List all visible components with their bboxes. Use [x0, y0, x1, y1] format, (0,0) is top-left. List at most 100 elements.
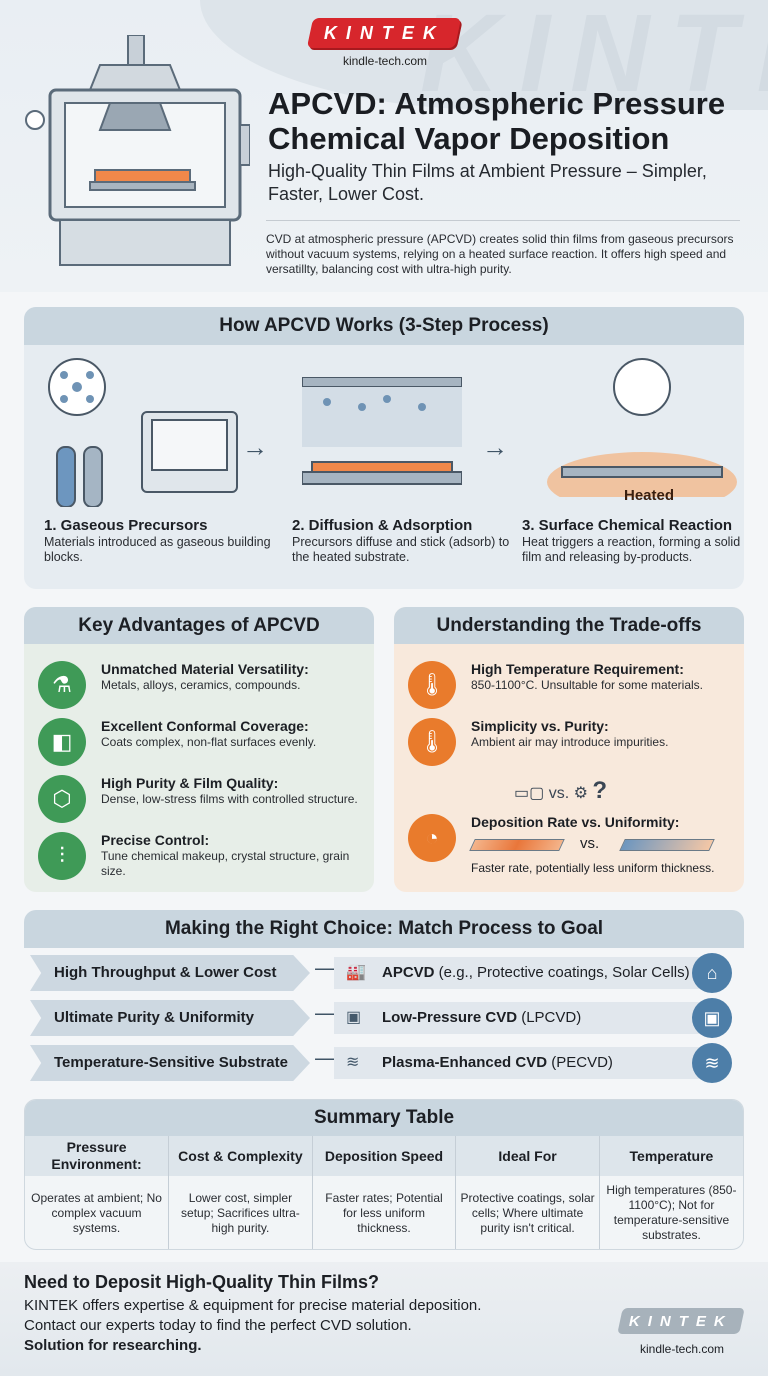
cta-line: Solution for researching.	[24, 1337, 202, 1354]
table-cell: High temperatures (850-1100°C); Not for …	[606, 1183, 737, 1242]
arrow-right-icon: →	[242, 432, 268, 462]
item-title: Excellent Conformal Coverage:	[101, 718, 309, 734]
website-link[interactable]: kindle-tech.com	[640, 1342, 725, 1356]
item-title: High Temperature Requirement:	[471, 661, 684, 677]
vs-label: vs.	[580, 835, 600, 852]
item-title: Simplicity vs. Purity:	[471, 718, 609, 734]
materials-icon: ⚗	[38, 661, 86, 709]
gaseous-precursors-illustration	[48, 358, 238, 507]
step-title: 1. Gaseous Precursors	[44, 517, 208, 534]
table-row: Operates at ambient; No complex vacuum s…	[25, 1176, 743, 1249]
column-header: Cost & Complexity	[168, 1136, 313, 1176]
item-title: Deposition Rate vs. Uniformity:	[471, 814, 680, 830]
plasma-icon: ≋	[346, 1054, 360, 1071]
sliders-icon: ⫶	[38, 832, 86, 880]
table-cell: Lower cost, simpler setup; Sacrifices ul…	[168, 1176, 313, 1249]
advantages-card: Key Advantages of APCVD ⚗ Unmatched Mater…	[24, 607, 374, 892]
step-title: 3. Surface Chemical Reaction	[522, 517, 733, 534]
factory-icon: ⌂	[692, 953, 732, 993]
thermometer-warning-icon: 🌡	[408, 661, 456, 709]
advantage-item: ⬡ High Purity & Film Quality:Dense, low-s…	[38, 773, 368, 823]
arrow-right-icon: →	[482, 432, 508, 462]
kintek-logo[interactable]: KINTEK	[306, 18, 462, 48]
cta-title: Need to Deposit High-Quality Thin Films?	[24, 1272, 380, 1292]
item-text: Metals, alloys, ceramics, compounds.	[101, 678, 301, 692]
cta-line: Contact our experts today to find the pe…	[24, 1317, 412, 1334]
item-title: Unmatched Material Versatility:	[101, 661, 309, 677]
chip-icon: ▣	[692, 998, 732, 1038]
tradeoff-item: 🌡 Simplicity vs. Purity:Ambient air may i…	[408, 716, 738, 766]
cube-coating-icon: ◧	[38, 718, 86, 766]
rate-vs-uniformity-illustration: vs.	[469, 835, 722, 853]
logo-text: KINTEK	[323, 22, 445, 43]
choice-row: Temperature-Sensitive Substrate ⟶ ≋Plasm…	[24, 1043, 744, 1083]
column-header: Pressure Environment:	[25, 1136, 170, 1176]
item-text: Faster rate, potentially less uniform th…	[471, 861, 715, 875]
item-text: Coats complex, non-flat surfaces evenly.	[101, 735, 317, 749]
item-text: Tune chemical makeup, crystal structure,…	[101, 849, 350, 878]
tradeoff-item: ◔ Deposition Rate vs. Uniformity:	[408, 812, 738, 862]
call-to-action: Need to Deposit High-Quality Thin Films?…	[0, 1262, 768, 1376]
item-text: 850-1100°C. Unsultable for some material…	[471, 678, 704, 692]
item-text: Dense, low-stress films with controlled …	[101, 792, 358, 806]
factory-icon: 🏭	[346, 964, 366, 981]
intro-text: CVD at atmospheric pressure (APCVD) crea…	[266, 232, 734, 276]
process-result: ≋Plasma-Enhanced CVD (PECVD)	[334, 1047, 704, 1079]
table-cell: Faster rates; Potential for less uniform…	[312, 1176, 457, 1249]
tradeoffs-card: Understanding the Trade-offs 🌡 High Tempe…	[394, 607, 744, 892]
step-text: Materials introduced as gaseous building…	[44, 535, 271, 564]
column-header: Temperature	[599, 1136, 743, 1176]
item-text: Ambient air may introduce impurities.	[471, 735, 669, 749]
column-header: Ideal For	[455, 1136, 600, 1176]
item-title: High Purity & Film Quality:	[101, 775, 279, 791]
website-link[interactable]: kindle-tech.com	[342, 54, 428, 68]
section-title: Key Advantages of APCVD	[24, 607, 374, 644]
goal-label: Temperature-Sensitive Substrate	[30, 1045, 310, 1081]
hero: KINTEK KINTEK kindle-tech.com APCVD: Atm…	[0, 0, 768, 292]
step-text: Precursors diffuse and stick (adsorb) to…	[292, 535, 510, 564]
step-text: Heat triggers a reaction, forming a soli…	[522, 535, 741, 564]
watermark-logo: KINTEK	[420, 0, 768, 115]
arrow-right-icon: ⟶	[314, 1004, 340, 1024]
arrow-right-icon: ⟶	[314, 1049, 340, 1069]
process-result: 🏭APCVD (e.g., Protective coatings, Solar…	[334, 957, 704, 989]
chip-icon: ▣	[346, 1009, 362, 1026]
step-title: 2. Diffusion & Adsorption	[292, 517, 473, 534]
section-title: Making the Right Choice: Match Process t…	[24, 910, 744, 948]
choice-row: Ultimate Purity & Uniformity ⟶ ▣Low-Pres…	[24, 998, 744, 1038]
arrow-right-icon: ⟶	[314, 959, 340, 979]
page-subtitle: High-Quality Thin Films at Ambient Press…	[268, 161, 707, 204]
advantage-item: ⚗ Unmatched Material Versatility:Metals, …	[38, 659, 368, 709]
process-result: ▣Low-Pressure CVD (LPCVD)	[334, 1002, 704, 1034]
section-title: How APCVD Works (3-Step Process)	[24, 307, 744, 345]
column-header: Deposition Speed	[312, 1136, 457, 1176]
summary-table: Pressure Environment: Cost & Complexity …	[25, 1136, 743, 1249]
goal-label: Ultimate Purity & Uniformity	[30, 1000, 310, 1036]
kintek-logo[interactable]: KINTEK	[617, 1308, 745, 1334]
lattice-icon: ⬡	[38, 775, 86, 823]
table-cell: Protective coatings, solar cells; Where …	[455, 1176, 600, 1249]
item-title: Precise Control:	[101, 832, 210, 848]
advantage-item: ⫶ Precise Control:Tune chemical makeup, c…	[38, 830, 368, 880]
choice-row: High Throughput & Lower Cost ⟶ 🏭APCVD (e…	[24, 953, 744, 993]
simple-vs-vacuum-illustration: ▭▢ vs. ⚙ ?	[514, 777, 608, 804]
surface-reaction-illustration	[547, 358, 737, 497]
how-it-works-card: How APCVD Works (3-Step Process) → → Hea…	[24, 307, 744, 589]
goal-label: High Throughput & Lower Cost	[30, 955, 310, 991]
section-title: Summary Table	[25, 1100, 743, 1136]
page-title: APCVD: Atmospheric Pressure Chemical Vap…	[268, 86, 726, 156]
section-title: Understanding the Trade-offs	[394, 607, 744, 644]
speedometer-icon: ◔	[408, 814, 456, 862]
thermometer-impurity-icon: 🌡	[408, 718, 456, 766]
diffusion-illustration	[302, 377, 462, 485]
logo-text: KINTEK	[629, 1312, 733, 1330]
table-cell: Operates at ambient; No complex vacuum s…	[25, 1176, 170, 1249]
apcvd-machine-illustration	[25, 35, 250, 266]
tradeoff-item: 🌡 High Temperature Requirement:850-1100°C…	[408, 659, 738, 709]
cta-line: KINTEK offers expertise & equipment for …	[24, 1297, 482, 1314]
advantage-item: ◧ Excellent Conformal Coverage:Coats comp…	[38, 716, 368, 766]
divider	[266, 220, 740, 221]
